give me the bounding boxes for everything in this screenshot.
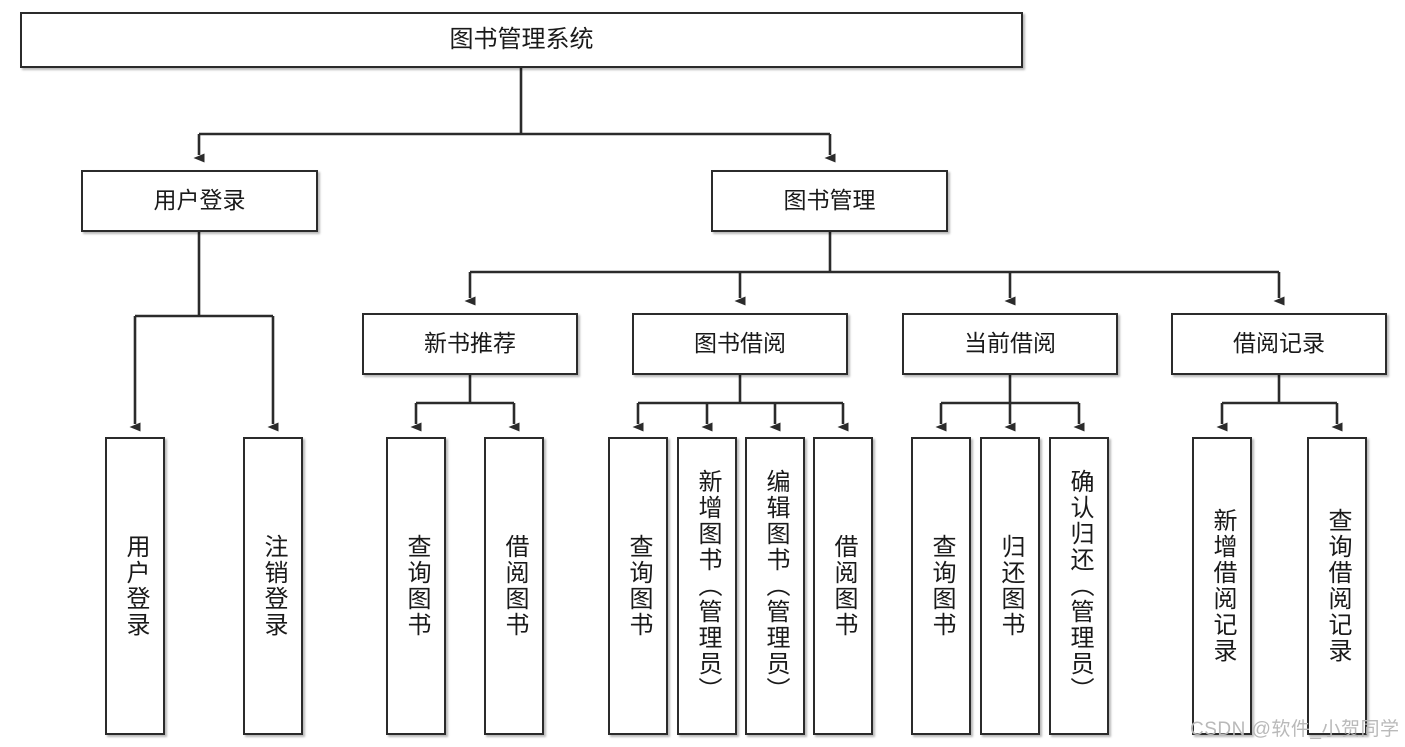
node-root-system-label: 图书管理系统	[449, 25, 594, 53]
leaf-query-record-label: 查询借阅记录	[1324, 508, 1351, 664]
node-book-management-label: 图书管理	[783, 187, 876, 214]
leaf-query-book-3[interactable]: 查询图书	[911, 437, 971, 735]
leaf-logout-login[interactable]: 注销登录	[243, 437, 303, 735]
node-borrow-record[interactable]: 借阅记录	[1171, 313, 1387, 375]
node-book-borrow-label: 图书借阅	[694, 330, 786, 357]
node-borrow-record-label: 借阅记录	[1233, 330, 1325, 357]
leaf-user-login[interactable]: 用户登录	[105, 437, 165, 735]
node-current-borrow-label: 当前借阅	[964, 330, 1056, 357]
leaf-add-book-label: 新增图书（管理员）	[694, 469, 721, 703]
leaf-query-book-1[interactable]: 查询图书	[386, 437, 446, 735]
leaf-borrow-book-1[interactable]: 借阅图书	[484, 437, 544, 735]
leaf-add-book[interactable]: 新增图书（管理员）	[677, 437, 737, 735]
leaf-query-book-2[interactable]: 查询图书	[608, 437, 668, 735]
leaf-query-book-1-label: 查询图书	[403, 534, 430, 638]
node-root-system[interactable]: 图书管理系统	[20, 12, 1023, 68]
leaf-confirm-return-label: 确认归还（管理员）	[1066, 469, 1093, 703]
leaf-borrow-book-2-label: 借阅图书	[830, 534, 857, 638]
leaf-query-book-2-label: 查询图书	[625, 534, 652, 638]
leaf-borrow-book-1-label: 借阅图书	[501, 534, 528, 638]
leaf-user-login-label: 用户登录	[122, 534, 149, 638]
leaf-confirm-return[interactable]: 确认归还（管理员）	[1049, 437, 1109, 735]
leaf-logout-login-label: 注销登录	[260, 534, 287, 638]
leaf-add-record[interactable]: 新增借阅记录	[1192, 437, 1252, 735]
leaf-edit-book-label: 编辑图书（管理员）	[762, 469, 789, 703]
leaf-add-record-label: 新增借阅记录	[1209, 508, 1236, 664]
leaf-query-book-3-label: 查询图书	[928, 534, 955, 638]
node-book-management[interactable]: 图书管理	[711, 170, 948, 232]
leaf-return-book[interactable]: 归还图书	[980, 437, 1040, 735]
leaf-borrow-book-2[interactable]: 借阅图书	[813, 437, 873, 735]
node-user-login-label: 用户登录	[153, 187, 246, 214]
leaf-edit-book[interactable]: 编辑图书（管理员）	[745, 437, 805, 735]
node-current-borrow[interactable]: 当前借阅	[902, 313, 1118, 375]
node-new-book-recommend-label: 新书推荐	[424, 330, 516, 357]
csdn-watermark: CSDN @软件_小贺同学	[1190, 719, 1400, 740]
node-book-borrow[interactable]: 图书借阅	[632, 313, 848, 375]
leaf-query-record[interactable]: 查询借阅记录	[1307, 437, 1367, 735]
leaf-return-book-label: 归还图书	[997, 534, 1024, 638]
node-new-book-recommend[interactable]: 新书推荐	[362, 313, 578, 375]
node-user-login[interactable]: 用户登录	[81, 170, 318, 232]
